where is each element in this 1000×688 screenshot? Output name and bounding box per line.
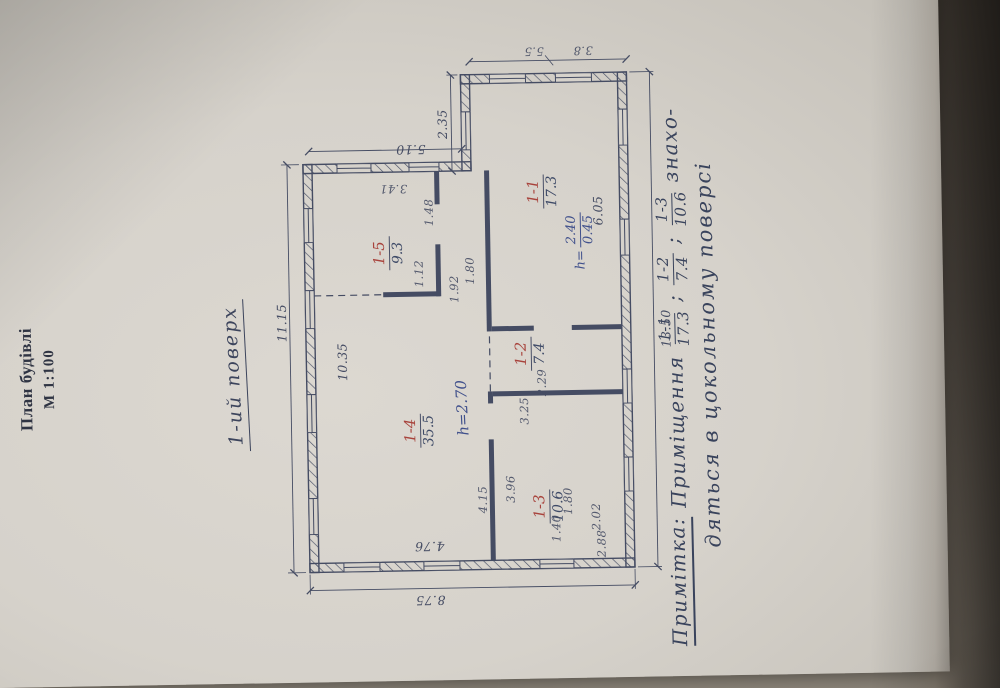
note-room-area: 17.3: [673, 310, 693, 347]
room-number: 1-2: [512, 336, 532, 372]
note-room-ref: 1-2 7.4: [654, 253, 692, 286]
room-label-1-1: 1-1 17.3: [524, 174, 560, 209]
note-room-num: 1-3: [652, 193, 673, 226]
room-area: 17.3: [543, 175, 560, 208]
dim-left-height: 8.75: [415, 592, 446, 609]
dimension-lines: [280, 54, 663, 595]
dim-overall-top: 11.15: [273, 303, 290, 343]
note-room-num: 1-2: [654, 253, 675, 286]
dim-ext-seg-b: 3.8: [572, 43, 593, 58]
note-label: Примітка:: [665, 516, 697, 647]
dim-room3-inner: 3.96: [503, 475, 518, 503]
ceiling-height-note: h=2.70: [451, 379, 473, 437]
opening-note-prefix: h=: [572, 250, 589, 270]
room-area: 9.3: [389, 241, 406, 265]
dim-room1-width: 6.05: [589, 195, 606, 226]
note-tail: знахо-: [657, 107, 684, 183]
opening-note-num: 2.40: [564, 212, 581, 248]
room-label-1-4: 1-4 35.5: [401, 413, 437, 449]
dim-door-room5: 1.48: [421, 198, 437, 227]
room-number: 1-4: [401, 413, 421, 449]
dim-ext-offset: 5.10: [395, 141, 426, 158]
dim-door-b: 1.92: [446, 275, 462, 303]
note-room-ref: 1-3 10.6: [652, 191, 690, 227]
room-number: 1-1: [524, 174, 544, 209]
room-area: 7.4: [531, 342, 548, 365]
dashed-openings: [314, 294, 491, 392]
dim-room3-top: 4.15: [475, 485, 491, 514]
dim-room3-d: 2.88: [594, 529, 609, 558]
dim-door-c: 1.80: [462, 256, 478, 285]
dim-room3-c: 2.02: [588, 502, 604, 531]
dim-door-a: 1.12: [411, 259, 427, 288]
note-intro: Приміщення: [663, 355, 692, 509]
room-number: 1-3: [530, 489, 551, 524]
note-room-ref: 1-1 17.3: [655, 310, 693, 347]
dim-room2-width: 3.25: [517, 396, 532, 425]
dim-room3-a: 1.40: [549, 514, 564, 543]
dim-ext-width: 2.35: [434, 109, 450, 140]
dim-room2-height: 2.29: [534, 368, 549, 397]
dim-right-upper: 3.41: [379, 181, 408, 197]
dim-inner-top: 10.35: [334, 342, 351, 382]
interior-walls: [383, 170, 623, 561]
room-label-1-5: 1-5 9.3: [370, 236, 406, 271]
floor-plan-drawing: [280, 54, 663, 595]
dim-room3-b: 1.80: [560, 487, 576, 515]
note-room-area: 10.6: [670, 191, 690, 227]
note-separator: ;: [660, 235, 685, 245]
dim-ext-seg-a: 5.5: [523, 44, 544, 59]
windows: [303, 72, 635, 573]
dim-room4-height: 4.76: [414, 538, 445, 555]
room-number: 1-5: [370, 236, 390, 271]
note-separator: ;: [661, 293, 687, 303]
note-room-area: 7.4: [672, 255, 692, 282]
note-room-num: 1-1: [655, 312, 676, 345]
document-page: План будівлі М 1:100 1-ий поверх: [0, 0, 950, 688]
room-label-1-2: 1-2 7.4: [512, 336, 548, 372]
room-area: 35.5: [420, 414, 437, 447]
